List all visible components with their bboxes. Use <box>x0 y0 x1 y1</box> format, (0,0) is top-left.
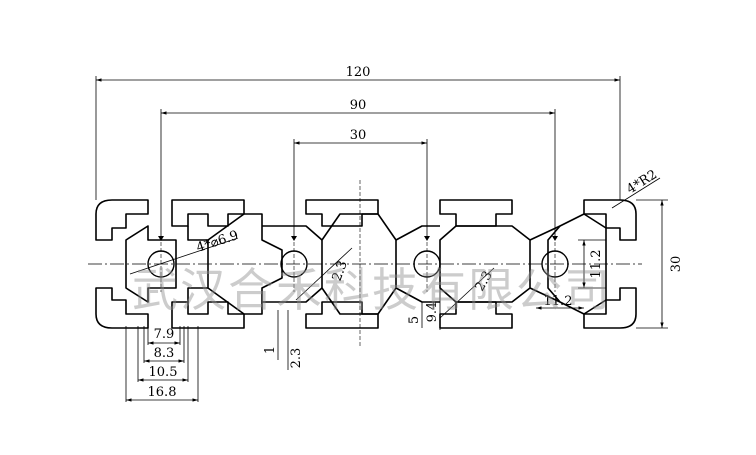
profile-outline <box>95 199 637 329</box>
dimension-lines <box>95 76 668 402</box>
dim-width-2: 8.3 <box>154 346 175 361</box>
hole-markers <box>158 236 558 241</box>
dim-width-4: 16.8 <box>148 385 177 400</box>
dim-height: 30 <box>669 256 684 273</box>
dim-pitch-center: 30 <box>350 128 367 143</box>
dim-pitch-outer: 90 <box>350 98 367 113</box>
dim-corner-radius: 4*R2 <box>624 167 660 197</box>
dim-width-1: 7.9 <box>154 327 175 342</box>
dim-lip: 1 <box>263 346 278 354</box>
dim-slot-gap: 5 <box>407 316 422 324</box>
dim-overall-width: 120 <box>346 65 371 80</box>
dim-slot-depth-horizontal: 11.2 <box>544 294 573 309</box>
dim-slot-depth: 11.2 <box>589 250 604 279</box>
dim-lip-2: 2.3 <box>289 348 304 369</box>
dim-wall-diag-1: 2.3 <box>330 259 351 284</box>
company-watermark: 武汉合禾科技有限公司 <box>132 263 612 317</box>
dim-slot-inner: 9.4 <box>425 302 440 323</box>
dim-width-3: 10.5 <box>149 365 178 380</box>
